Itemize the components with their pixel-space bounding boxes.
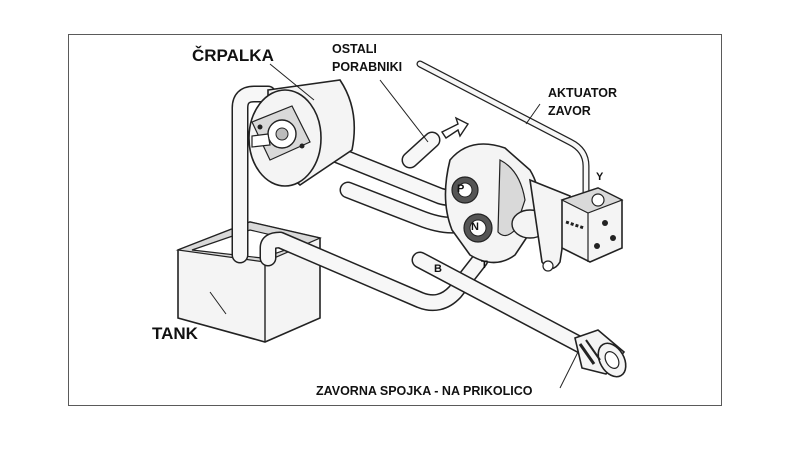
brake-coupling	[574, 329, 627, 378]
brake-actuator	[560, 187, 624, 263]
actuator-label-line2: ZAVOR	[548, 104, 591, 118]
flow-arrow	[440, 116, 470, 139]
pump	[248, 79, 356, 187]
return-pipe	[259, 231, 489, 312]
suction-pipe	[231, 85, 277, 264]
port-n-label: N	[471, 221, 479, 233]
actuator-label-line1: AKTUATOR	[548, 86, 617, 100]
coupling-label: ZAVORNA SPOJKA - NA PRIKOLICO	[316, 384, 533, 398]
actuator-line	[416, 60, 590, 202]
tank	[175, 221, 322, 343]
pump-label: ČRPALKA	[192, 46, 274, 65]
brake-valve	[444, 143, 571, 272]
diagram-frame	[68, 34, 722, 406]
other-consumers-label-line1: OSTALI	[332, 42, 377, 56]
port-t-label: T	[481, 259, 488, 271]
port-y-label: Y	[596, 171, 604, 183]
other-consumers-label-line2: PORABNIKI	[332, 60, 403, 74]
brake-line	[411, 251, 599, 359]
port-b-label: B	[434, 263, 442, 275]
tank-label: TANK	[152, 324, 198, 343]
leader-lines	[209, 63, 579, 389]
port-p-label: P	[457, 183, 465, 195]
